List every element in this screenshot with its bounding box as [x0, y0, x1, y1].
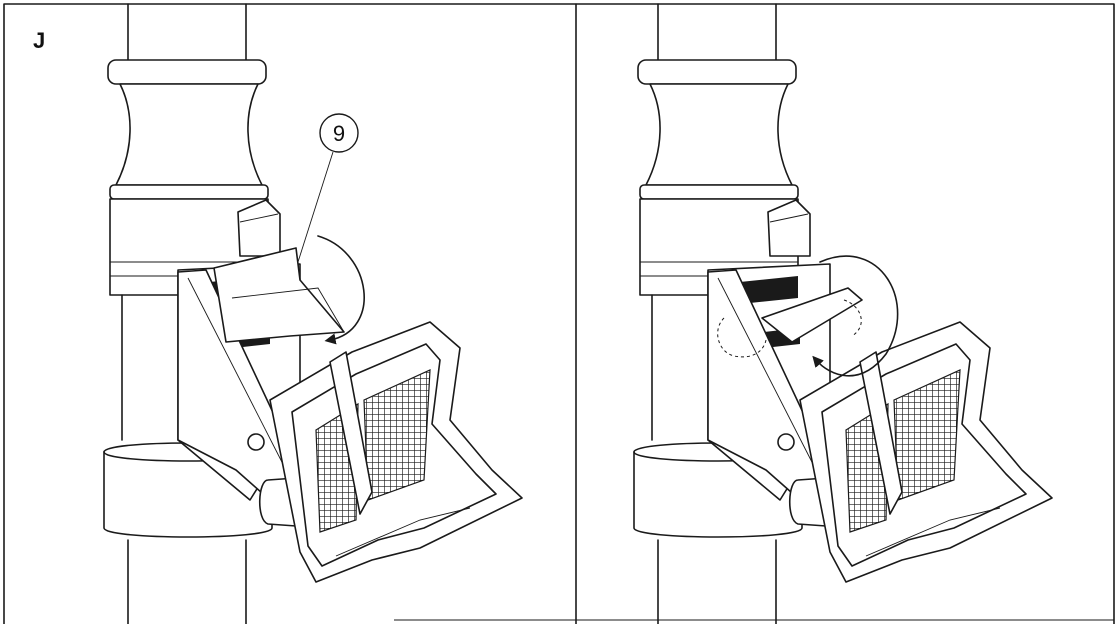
svg-text:9: 9 [333, 121, 345, 146]
rotate-arrow-large [812, 255, 899, 377]
rotate-arrow [317, 235, 365, 345]
panel-right [633, 3, 1053, 625]
figure-frame [3, 3, 1115, 625]
step-letter: J [33, 28, 46, 53]
diverter-flap-closed [761, 287, 863, 343]
callout-9: 9 [297, 113, 359, 263]
panel-left: 9 [103, 3, 523, 625]
